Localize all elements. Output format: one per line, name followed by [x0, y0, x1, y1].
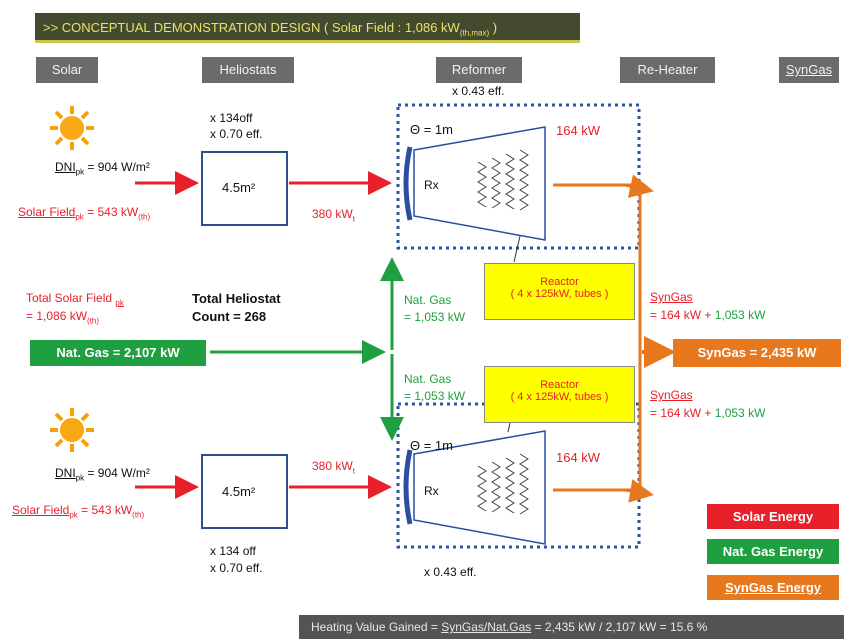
total-heliostat-line2: Count = 268	[192, 309, 267, 324]
heliostat-eff-top: x 0.70 eff.	[210, 127, 263, 141]
total-solar-field-line2: = 1,086 kW(th)	[26, 309, 100, 326]
heliostat-area-top: 4.5m²	[222, 180, 256, 195]
heliostat-count-top: x 134off	[210, 111, 253, 125]
heliostat-area-bottom: 4.5m²	[222, 484, 256, 499]
stage-solar: Solar	[36, 57, 98, 83]
total-heliostat-line1: Total Heliostat	[192, 291, 281, 306]
reactor-detail: ( 4 x 125kW, tubes )	[510, 288, 609, 300]
dni-bottom: DNIpk = 904 W/m²	[55, 466, 150, 483]
natgas-input-box: Nat. Gas = 2,107 kW	[30, 340, 206, 366]
diameter-bottom: Θ = 1m	[410, 438, 453, 453]
reactor-box-top: Reactor ( 4 x 125kW, tubes )	[484, 263, 635, 320]
legend-solar: Solar Energy	[707, 504, 839, 529]
solar-field-top: Solar Fieldpk = 543 kW(th)	[18, 205, 151, 222]
reformer-vessel-bottom	[403, 394, 546, 545]
reformer-frame-top	[396, 103, 641, 250]
solar-field-bottom: Solar Fieldpk = 543 kW(th)	[12, 503, 145, 520]
rx-label-top: Rx	[424, 178, 439, 192]
rx-power-bottom: 164 kW	[556, 450, 601, 465]
syngas-top-equation: = 164 kW + 1,053 kW	[650, 308, 766, 322]
syngas-bottom-arrow	[624, 479, 654, 503]
legend-natgas: Nat. Gas Energy	[707, 539, 839, 564]
reformer-eff-top: x 0.43 eff.	[452, 84, 505, 98]
diameter-top: Θ = 1m	[410, 122, 453, 137]
reactor-detail: ( 4 x 125kW, tubes )	[510, 391, 609, 403]
arrow-power-top: 380 kWt	[312, 207, 355, 224]
rx-power-top: 164 kW	[556, 123, 601, 138]
natgas-bottom-line2: = 1,053 kW	[404, 389, 466, 403]
stage-heliostats: Heliostats	[202, 57, 294, 83]
legend-syngas: SynGas Energy	[707, 575, 839, 600]
natgas-bottom-line1: Nat. Gas	[404, 372, 452, 386]
arrow-power-bottom: 380 kWt	[312, 459, 355, 476]
heliostat-eff-bottom: x 0.70 eff.	[210, 561, 263, 575]
reactor-title: Reactor	[540, 379, 579, 391]
natgas-top-line1: Nat. Gas	[404, 293, 452, 307]
heliostat-box-bottom	[201, 454, 288, 529]
syngas-output-box: SynGas = 2,435 kW	[673, 339, 841, 367]
heating-value-footer: Heating Value Gained = SynGas/Nat.Gas = …	[299, 615, 844, 639]
dni-top: DNIpk = 904 W/m²	[55, 160, 150, 177]
natgas-top-line2: = 1,053 kW	[404, 310, 466, 324]
reformer-vessel-top	[403, 126, 546, 263]
sun-icon-bottom	[50, 408, 94, 452]
syngas-bottom-equation: = 164 kW + 1,053 kW	[650, 406, 766, 420]
syngas-top-arrow	[624, 174, 654, 198]
rx-label-bottom: Rx	[424, 484, 439, 498]
heliostat-box-top	[201, 151, 288, 226]
sun-icon-top	[50, 106, 94, 150]
stage-reheater: Re-Heater	[620, 57, 715, 83]
stage-syngas: SynGas	[779, 57, 839, 83]
syngas-bottom-label: SynGas	[650, 388, 693, 402]
reactor-title: Reactor	[540, 276, 579, 288]
total-solar-field-line1: Total Solar Field pk	[26, 291, 124, 308]
reactor-box-bottom: Reactor ( 4 x 125kW, tubes )	[484, 366, 635, 423]
heliostat-count-bottom: x 134 off	[210, 544, 256, 558]
stage-reformer: Reformer	[436, 57, 522, 83]
page-title: >> CONCEPTUAL DEMONSTRATION DESIGN ( Sol…	[35, 13, 580, 43]
syngas-top-label: SynGas	[650, 290, 693, 304]
reformer-eff-bottom: x 0.43 eff.	[424, 565, 477, 579]
